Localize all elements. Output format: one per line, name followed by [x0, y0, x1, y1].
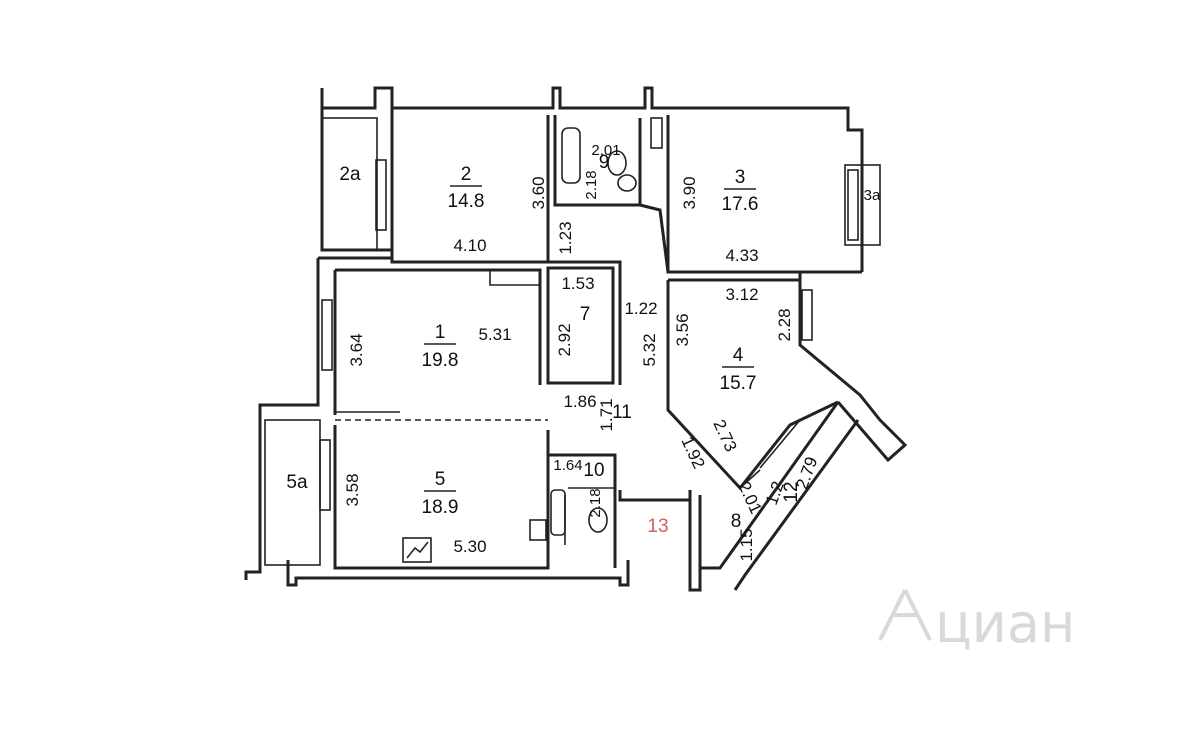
dim-bath-height: 2.18 — [583, 170, 600, 199]
dim-room4-right: 2.28 — [775, 308, 794, 341]
room-9-number: 9 — [599, 152, 610, 173]
dim-room3-height: 3.90 — [680, 176, 699, 209]
dim-room2-width: 4.10 — [453, 236, 486, 255]
room-12-number: 12 — [781, 481, 802, 502]
bathtub-icon — [561, 127, 581, 184]
room-10-number: 10 — [583, 460, 604, 481]
watermark-text: циан — [935, 592, 1075, 655]
dim-room3-width: 4.33 — [725, 246, 758, 265]
watermark: циан — [878, 589, 1075, 655]
outer-walls — [244, 86, 908, 592]
dim-hall-lower: 1.71 — [597, 398, 616, 431]
room-7-number: 7 — [580, 304, 591, 325]
room-2-area: 14.8 — [448, 191, 485, 212]
room-5-number: 5 — [435, 469, 446, 490]
sink-icon — [617, 174, 637, 192]
dim-room2-height: 3.60 — [529, 176, 548, 209]
room-8-number: 8 — [731, 511, 742, 532]
cian-logo-icon — [878, 589, 932, 641]
dim-bath-width: 2.01 — [591, 142, 620, 159]
room-2-number: 2 — [461, 164, 472, 185]
vent-icon — [650, 117, 663, 149]
windows — [319, 159, 859, 511]
dim-room1-width: 5.31 — [478, 325, 511, 344]
room-4-number: 4 — [733, 345, 744, 366]
dim-door-width: 1.23 — [556, 221, 575, 254]
dim-bath10-height: 2.18 — [587, 488, 604, 517]
dim-closet-height: 2.92 — [555, 323, 574, 356]
room-11-number: 11 — [612, 402, 632, 423]
dim-closet-bottom: 1.86 — [563, 392, 596, 411]
room-13-number: 13 — [647, 516, 668, 537]
dim-closet-width: 1.53 — [561, 274, 594, 293]
dim-hall-length: 5.32 — [640, 333, 659, 366]
dim-hall-top: 1.22 — [624, 299, 657, 318]
sink-icon-2 — [529, 519, 547, 541]
dim-room8-c: 1.15 — [737, 528, 756, 561]
room-2a-number: 2a — [339, 164, 361, 185]
dim-room5-width: 5.30 — [453, 537, 486, 556]
dim-room4-left: 3.56 — [673, 313, 692, 346]
toilet-icon — [607, 150, 627, 176]
dim-room1-height: 3.64 — [347, 333, 366, 366]
stove-icon — [402, 537, 432, 563]
room-4-area: 15.7 — [720, 373, 757, 394]
room-3-number: 3 — [735, 167, 746, 188]
dim-room4-diagonal: 2.73 — [709, 417, 740, 455]
dimension-labels: 3.60 4.10 1.23 2.01 2.18 3.90 4.33 1.53 … — [343, 142, 821, 562]
dim-bath10-width: 1.64 — [553, 457, 582, 474]
bathtub-icon-2 — [550, 489, 566, 536]
room-5a-number: 5a — [286, 472, 308, 493]
room-1-area: 19.8 — [422, 350, 459, 371]
room-labels: 2 14.8 3 17.6 1 19.8 4 15.7 5 18.9 2a 3a… — [286, 152, 881, 537]
room-5-area: 18.9 — [422, 497, 459, 518]
dim-room5-height: 3.58 — [343, 473, 362, 506]
dim-room4-top: 3.12 — [725, 285, 758, 304]
fixtures — [402, 117, 663, 563]
dim-room8-a: 1.92 — [677, 434, 708, 472]
room-3-area: 17.6 — [722, 194, 759, 215]
interior-walls — [264, 108, 881, 570]
toilet-icon-2 — [588, 507, 608, 533]
room-3a-number: 3a — [864, 187, 881, 204]
room-1-number: 1 — [435, 322, 446, 343]
